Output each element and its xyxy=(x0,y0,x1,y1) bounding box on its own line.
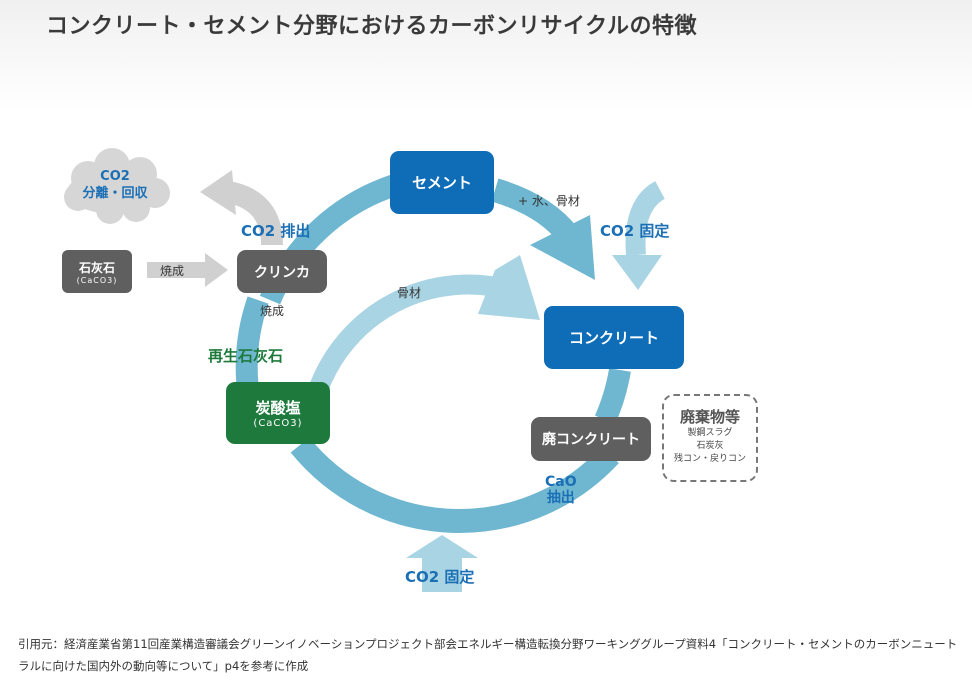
label-cao-extraction: CaO 抽出 xyxy=(545,474,577,506)
header-band xyxy=(0,0,972,110)
cloud-separation-recovery: 分離・回収 xyxy=(82,186,148,201)
label-recycled-limestone: 再生石灰石 xyxy=(208,347,284,365)
waste-materials-box: 廃棄物等 製鋼スラグ 石炭灰 残コン・戻りコン xyxy=(662,394,758,482)
label-firing-arrow: 焼成 xyxy=(160,264,185,278)
label-aggregate: 骨材 xyxy=(397,286,422,300)
node-waste-concrete-label: 廃コンクリート xyxy=(542,432,640,448)
ring-arc-bottom xyxy=(290,437,619,533)
node-clinker-label: クリンカ xyxy=(254,264,310,281)
node-carbonate-label: 炭酸塩 xyxy=(255,399,301,417)
node-carbonate-formula: (CaCO3) xyxy=(253,418,303,429)
waste-title: 廃棄物等 xyxy=(679,408,740,426)
label-water-aggregate: + 水、骨材 xyxy=(518,194,580,208)
waste-item: 製鋼スラグ xyxy=(687,428,733,438)
label-co2-fixation-bottom: CO2 固定 xyxy=(405,568,475,586)
node-limestone-label: 石灰石 xyxy=(78,260,115,275)
cloud-co2: CO2 xyxy=(100,169,130,184)
label-cao: CaO xyxy=(545,474,577,490)
cloud-label: CO2 分離・回収 xyxy=(70,168,160,202)
arrow-limestone-to-clinker xyxy=(147,253,228,287)
label-firing-below: 焼成 xyxy=(260,304,285,318)
node-cement-label: セメント xyxy=(412,174,472,192)
ring-arc-concrete-waste xyxy=(594,367,631,425)
node-clinker: クリンカ xyxy=(237,250,327,293)
label-co2-emission: CO2 排出 xyxy=(241,222,311,240)
node-waste-concrete: 廃コンクリート xyxy=(531,417,651,461)
arrow-co2-fixation-bottom xyxy=(406,535,478,592)
arrow-co2-fixation-top xyxy=(612,181,666,290)
page-title: コンクリート・セメント分野におけるカーボンリサイクルの特徴 xyxy=(46,14,697,39)
co2-cloud xyxy=(64,148,170,224)
arrow-aggregate xyxy=(308,255,540,394)
arrow-co2-emission xyxy=(200,170,283,246)
node-concrete: コンクリート xyxy=(544,306,684,369)
node-limestone-formula: (CaCO3) xyxy=(76,275,118,285)
node-cement: セメント xyxy=(390,151,494,214)
waste-item: 残コン・戻りコン xyxy=(673,454,746,464)
waste-item: 石炭灰 xyxy=(696,441,724,451)
node-carbonate: 炭酸塩 (CaCO3) xyxy=(226,382,330,444)
label-extraction: 抽出 xyxy=(546,490,575,506)
citation: 引用元：経済産業省第11回産業構造審議会グリーンイノベーションプロジェクト部会エ… xyxy=(18,637,958,673)
node-concrete-label: コンクリート xyxy=(568,329,659,347)
node-limestone: 石灰石 (CaCO3) xyxy=(62,250,132,293)
label-co2-fixation-top: CO2 固定 xyxy=(600,222,670,240)
arrow-cement-to-concrete xyxy=(491,178,595,280)
